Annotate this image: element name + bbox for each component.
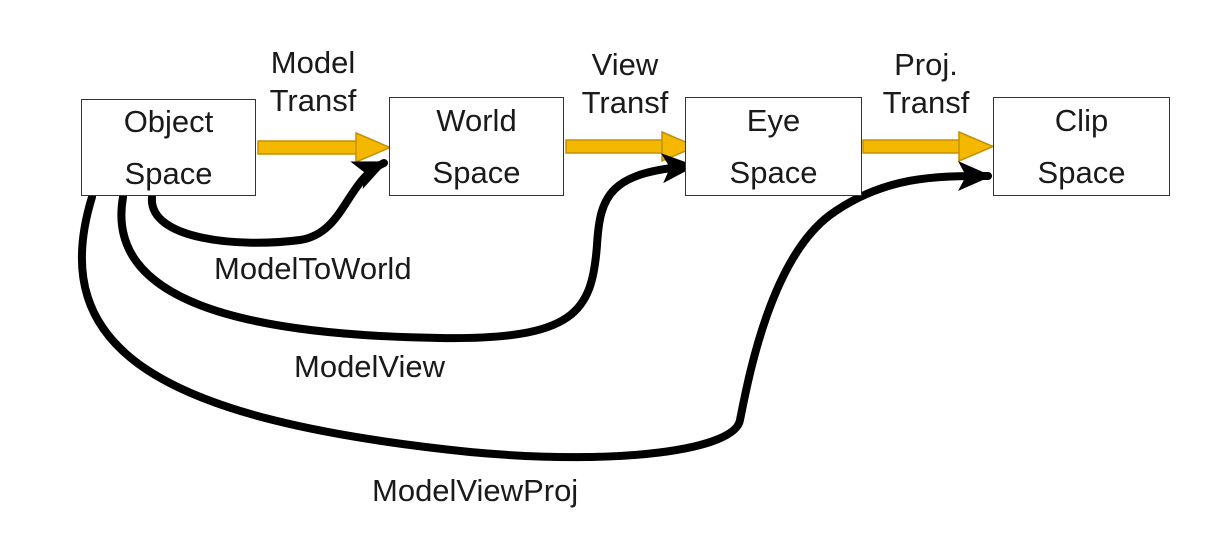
clip-space-line2: Space — [1037, 154, 1126, 190]
eye-space-line1: Eye — [746, 102, 801, 138]
model-transform-line2: Transf — [269, 83, 357, 118]
object-space-box: Object Space — [81, 99, 256, 196]
model-transform-line1: Model — [270, 45, 356, 80]
clip-space-box: Clip Space — [993, 97, 1170, 196]
model-view-proj-curve — [78, 160, 992, 462]
projection-transform-arrow — [862, 130, 995, 163]
projection-transform-label: Proj. Transf — [866, 46, 986, 122]
world-space-box: World Space — [389, 97, 564, 196]
eye-space-line2: Space — [729, 154, 818, 190]
model-transform-label: Model Transf — [253, 44, 373, 120]
world-space-line1: World — [436, 102, 517, 138]
object-space-line1: Object — [123, 103, 214, 139]
projection-transform-line2: Transf — [882, 85, 970, 120]
model-transform-arrow — [257, 131, 392, 164]
eye-space-box: Eye Space — [685, 97, 862, 196]
projection-transform-line1: Proj. — [894, 47, 958, 82]
view-transform-label: View Transf — [565, 46, 685, 122]
view-transform-line2: Transf — [581, 85, 669, 120]
model-to-world-label: ModelToWorld — [214, 251, 412, 286]
model-view-curve — [117, 153, 696, 343]
model-to-world-curve — [147, 159, 388, 247]
model-view-proj-label: ModelViewProj — [372, 473, 579, 508]
world-space-line2: Space — [432, 154, 521, 190]
clip-space-line1: Clip — [1054, 102, 1109, 138]
object-space-line2: Space — [124, 155, 213, 191]
view-transform-line1: View — [591, 47, 659, 82]
model-view-label: ModelView — [294, 349, 446, 384]
view-transform-arrow — [565, 130, 698, 163]
